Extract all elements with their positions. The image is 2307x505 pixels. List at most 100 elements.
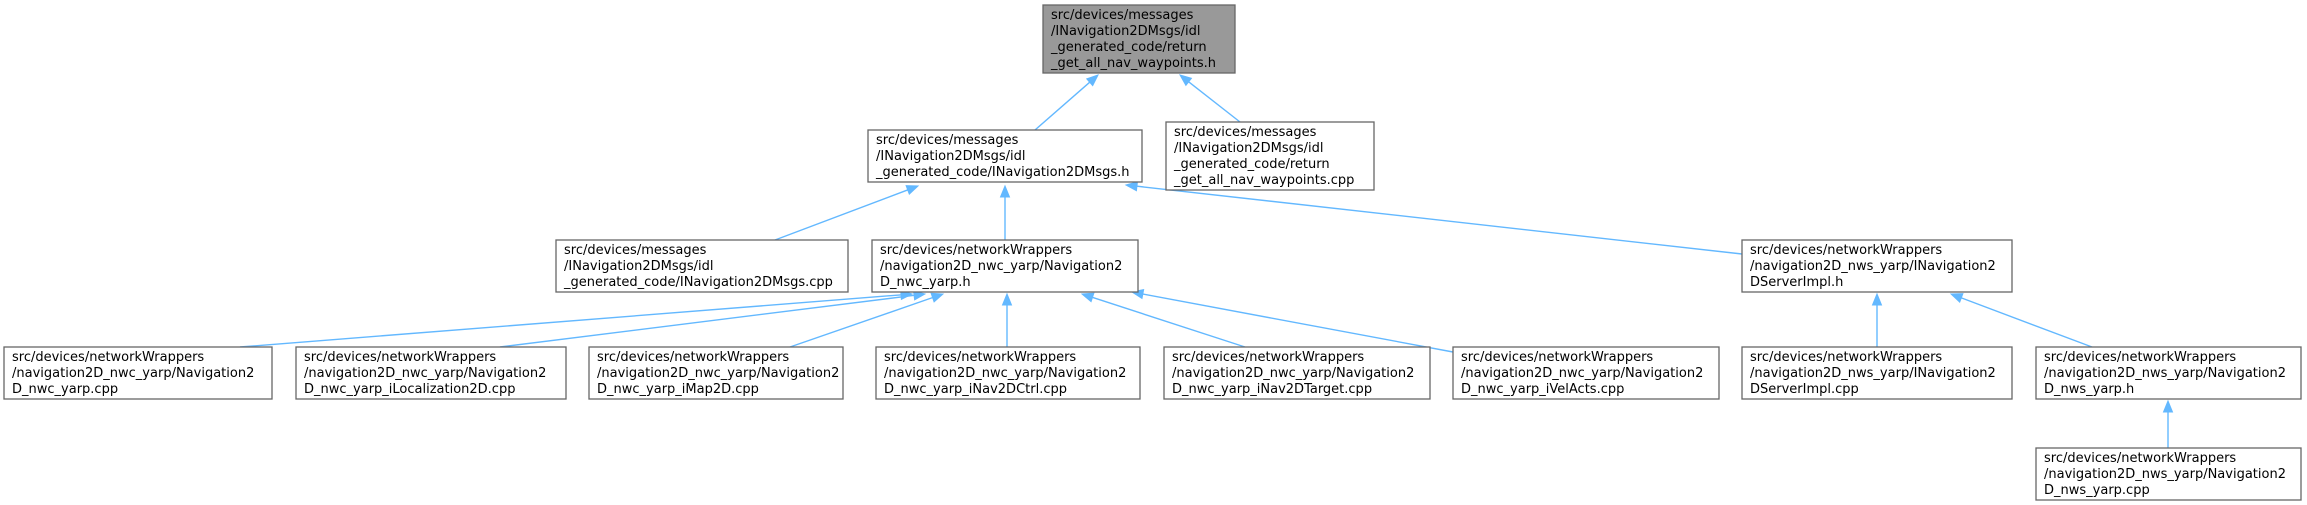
edge-nwc_vel-to-nwc_h bbox=[1141, 293, 1454, 353]
node-box bbox=[2035, 346, 2302, 400]
node-label-line: src/devices/networkWrappers bbox=[1172, 350, 1364, 365]
node-label-line: /navigation2D_nwc_yarp/Navigation2 bbox=[1172, 366, 1414, 381]
edge-arrowhead bbox=[930, 292, 945, 303]
node-label-line: DServerImpl.cpp bbox=[1750, 382, 1859, 397]
node-label-line: /INavigation2DMsgs/idl bbox=[876, 149, 1025, 164]
node-ret_cpp[interactable]: src/devices/messages/INavigation2DMsgs/i… bbox=[1165, 121, 1375, 191]
node-srv_h[interactable]: src/devices/networkWrappers/navigation2D… bbox=[1741, 239, 2013, 293]
node-label-line: /navigation2D_nwc_yarp/Navigation2 bbox=[597, 366, 839, 381]
node-label-line: src/devices/networkWrappers bbox=[304, 350, 496, 365]
node-label-line: /INavigation2DMsgs/idl bbox=[1051, 24, 1200, 39]
node-label-line: D_nwc_yarp_iNav2DCtrl.cpp bbox=[884, 382, 1067, 397]
node-box bbox=[1163, 346, 1431, 400]
node-label-line: src/devices/networkWrappers bbox=[884, 350, 1076, 365]
node-label-line: /INavigation2DMsgs/idl bbox=[1174, 141, 1323, 156]
node-label-line: src/devices/networkWrappers bbox=[880, 243, 1072, 258]
node-inav_h[interactable]: src/devices/messages/INavigation2DMsgs/i… bbox=[867, 129, 1143, 183]
node-label-line: _generated_code/return bbox=[1050, 40, 1207, 55]
node-box bbox=[875, 346, 1141, 400]
node-label-line: src/devices/networkWrappers bbox=[12, 350, 204, 365]
node-label-line: /navigation2D_nws_yarp/INavigation2 bbox=[1750, 259, 1996, 274]
node-nwc_h[interactable]: src/devices/networkWrappers/navigation2D… bbox=[871, 239, 1139, 293]
node-label-line: _generated_code/return bbox=[1173, 157, 1330, 172]
node-label-line: src/devices/messages bbox=[876, 133, 1019, 148]
node-label-line: DServerImpl.h bbox=[1750, 275, 1843, 290]
node-label-line: src/devices/messages bbox=[1051, 8, 1194, 23]
edge-arrowhead bbox=[1124, 181, 1139, 192]
node-label-line: _get_all_nav_waypoints.h bbox=[1050, 56, 1216, 71]
node-label-line: src/devices/messages bbox=[564, 243, 707, 258]
node-box bbox=[2035, 447, 2302, 501]
edge-arrowhead bbox=[2162, 399, 2174, 413]
edge-arrowhead bbox=[1085, 74, 1099, 87]
nodes-layer: src/devices/messages/INavigation2DMsgs/i… bbox=[3, 4, 2302, 501]
node-box bbox=[1165, 121, 1375, 191]
node-label-line: src/devices/messages bbox=[1174, 125, 1317, 140]
node-box bbox=[295, 346, 567, 400]
node-label-line: D_nws_yarp.cpp bbox=[2044, 483, 2150, 498]
edge-inav_h-to-root bbox=[1034, 81, 1091, 131]
edge-nwc_map-to-nwc_h bbox=[789, 296, 934, 348]
node-nwc_vel[interactable]: src/devices/networkWrappers/navigation2D… bbox=[1452, 346, 1720, 400]
node-label-line: D_nwc_yarp_iMap2D.cpp bbox=[597, 382, 759, 397]
node-nwc_loc[interactable]: src/devices/networkWrappers/navigation2D… bbox=[295, 346, 567, 400]
node-label-line: /navigation2D_nws_yarp/INavigation2 bbox=[1750, 366, 1996, 381]
edge-nwc_cpp-to-nwc_h bbox=[239, 294, 903, 348]
node-nwc_cpp[interactable]: src/devices/networkWrappers/navigation2D… bbox=[3, 346, 273, 400]
node-label-line: /INavigation2DMsgs/idl bbox=[564, 259, 713, 274]
edge-ret_cpp-to-root bbox=[1187, 80, 1241, 123]
node-srv_cpp[interactable]: src/devices/networkWrappers/navigation2D… bbox=[1741, 346, 2013, 400]
node-label-line: src/devices/networkWrappers bbox=[1750, 243, 1942, 258]
node-nws_h[interactable]: src/devices/networkWrappers/navigation2D… bbox=[2035, 346, 2302, 400]
node-label-line: /navigation2D_nws_yarp/Navigation2 bbox=[2044, 366, 2286, 381]
node-box bbox=[555, 239, 849, 293]
edge-arrowhead bbox=[905, 185, 920, 195]
edge-arrowhead bbox=[1001, 292, 1013, 306]
node-label-line: D_nwc_yarp.h bbox=[880, 275, 971, 290]
node-label-line: /navigation2D_nwc_yarp/Navigation2 bbox=[304, 366, 546, 381]
edge-nwc_tgt-to-nwc_h bbox=[1091, 296, 1246, 348]
node-nwc_tgt[interactable]: src/devices/networkWrappers/navigation2D… bbox=[1163, 346, 1431, 400]
node-label-line: src/devices/networkWrappers bbox=[2044, 350, 2236, 365]
node-root: src/devices/messages/INavigation2DMsgs/i… bbox=[1042, 4, 1236, 74]
node-box bbox=[867, 129, 1143, 183]
node-label-line: src/devices/networkWrappers bbox=[1750, 350, 1942, 365]
node-box bbox=[1741, 346, 2013, 400]
edges-layer bbox=[239, 74, 2174, 448]
node-nws_cpp[interactable]: src/devices/networkWrappers/navigation2D… bbox=[2035, 447, 2302, 501]
node-label-line: /navigation2D_nwc_yarp/Navigation2 bbox=[884, 366, 1126, 381]
edge-srv_h-to-inav_h bbox=[1135, 185, 1743, 255]
node-nwc_map[interactable]: src/devices/networkWrappers/navigation2D… bbox=[588, 346, 844, 400]
node-label-line: D_nws_yarp.h bbox=[2044, 382, 2134, 397]
node-label-line: src/devices/networkWrappers bbox=[597, 350, 789, 365]
edge-nwc_loc-to-nwc_h bbox=[499, 294, 916, 348]
node-box bbox=[1452, 346, 1720, 400]
node-label-line: D_nwc_yarp_iNav2DTarget.cpp bbox=[1172, 382, 1372, 397]
node-label-line: _generated_code/INavigation2DMsgs.cpp bbox=[563, 275, 833, 290]
node-label-line: _get_all_nav_waypoints.cpp bbox=[1173, 173, 1354, 188]
node-label-line: src/devices/networkWrappers bbox=[1461, 350, 1653, 365]
node-label-line: D_nwc_yarp_iLocalization2D.cpp bbox=[304, 382, 515, 397]
node-nwc_ctrl[interactable]: src/devices/networkWrappers/navigation2D… bbox=[875, 346, 1141, 400]
edge-arrowhead bbox=[1080, 292, 1095, 303]
node-inav_cpp[interactable]: src/devices/messages/INavigation2DMsgs/i… bbox=[555, 239, 849, 293]
node-label-line: /navigation2D_nwc_yarp/Navigation2 bbox=[12, 366, 254, 381]
node-label-line: /navigation2D_nws_yarp/Navigation2 bbox=[2044, 467, 2286, 482]
node-box bbox=[588, 346, 844, 400]
edge-nws_h-to-srv_h bbox=[1960, 296, 2093, 348]
node-box bbox=[871, 239, 1139, 293]
edge-arrowhead bbox=[1178, 74, 1193, 87]
node-label-line: D_nwc_yarp_iVelActs.cpp bbox=[1461, 382, 1624, 397]
node-label-line: src/devices/networkWrappers bbox=[2044, 451, 2236, 466]
node-label-line: D_nwc_yarp.cpp bbox=[12, 382, 118, 397]
node-box bbox=[1741, 239, 2013, 293]
edge-arrowhead bbox=[999, 184, 1011, 198]
node-label-line: _generated_code/INavigation2DMsgs.h bbox=[875, 165, 1130, 180]
node-label-line: /navigation2D_nwc_yarp/Navigation2 bbox=[880, 259, 1122, 274]
edge-arrowhead bbox=[1871, 292, 1883, 306]
edge-arrowhead bbox=[1949, 293, 1964, 303]
node-label-line: /navigation2D_nwc_yarp/Navigation2 bbox=[1461, 366, 1703, 381]
node-box bbox=[1042, 4, 1236, 74]
edge-inav_cpp-to-inav_h bbox=[774, 188, 909, 241]
